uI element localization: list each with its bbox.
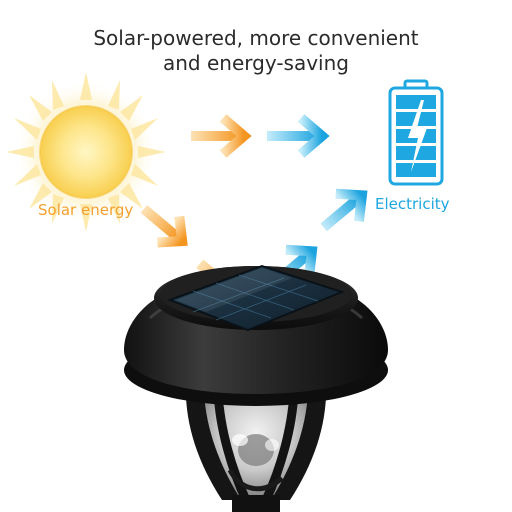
solar-energy-label: Solar energy: [38, 201, 134, 219]
sun-icon: [6, 72, 166, 232]
electricity-label: Electricity: [375, 195, 450, 213]
headline: Solar-powered, more convenient and energ…: [0, 26, 512, 76]
solar-panel: [167, 264, 345, 332]
solar-arrow-diagonal-1: [140, 205, 188, 248]
electricity-arrow-diagonal-2: [320, 188, 368, 232]
headline-line-2: and energy-saving: [163, 51, 349, 75]
headline-line-1: Solar-powered, more convenient: [93, 26, 419, 50]
battery-full-icon: [388, 79, 444, 186]
solar-lamp-product: [124, 264, 388, 512]
electricity-arrow-top: [267, 114, 330, 158]
solar-arrow-top: [191, 114, 252, 158]
